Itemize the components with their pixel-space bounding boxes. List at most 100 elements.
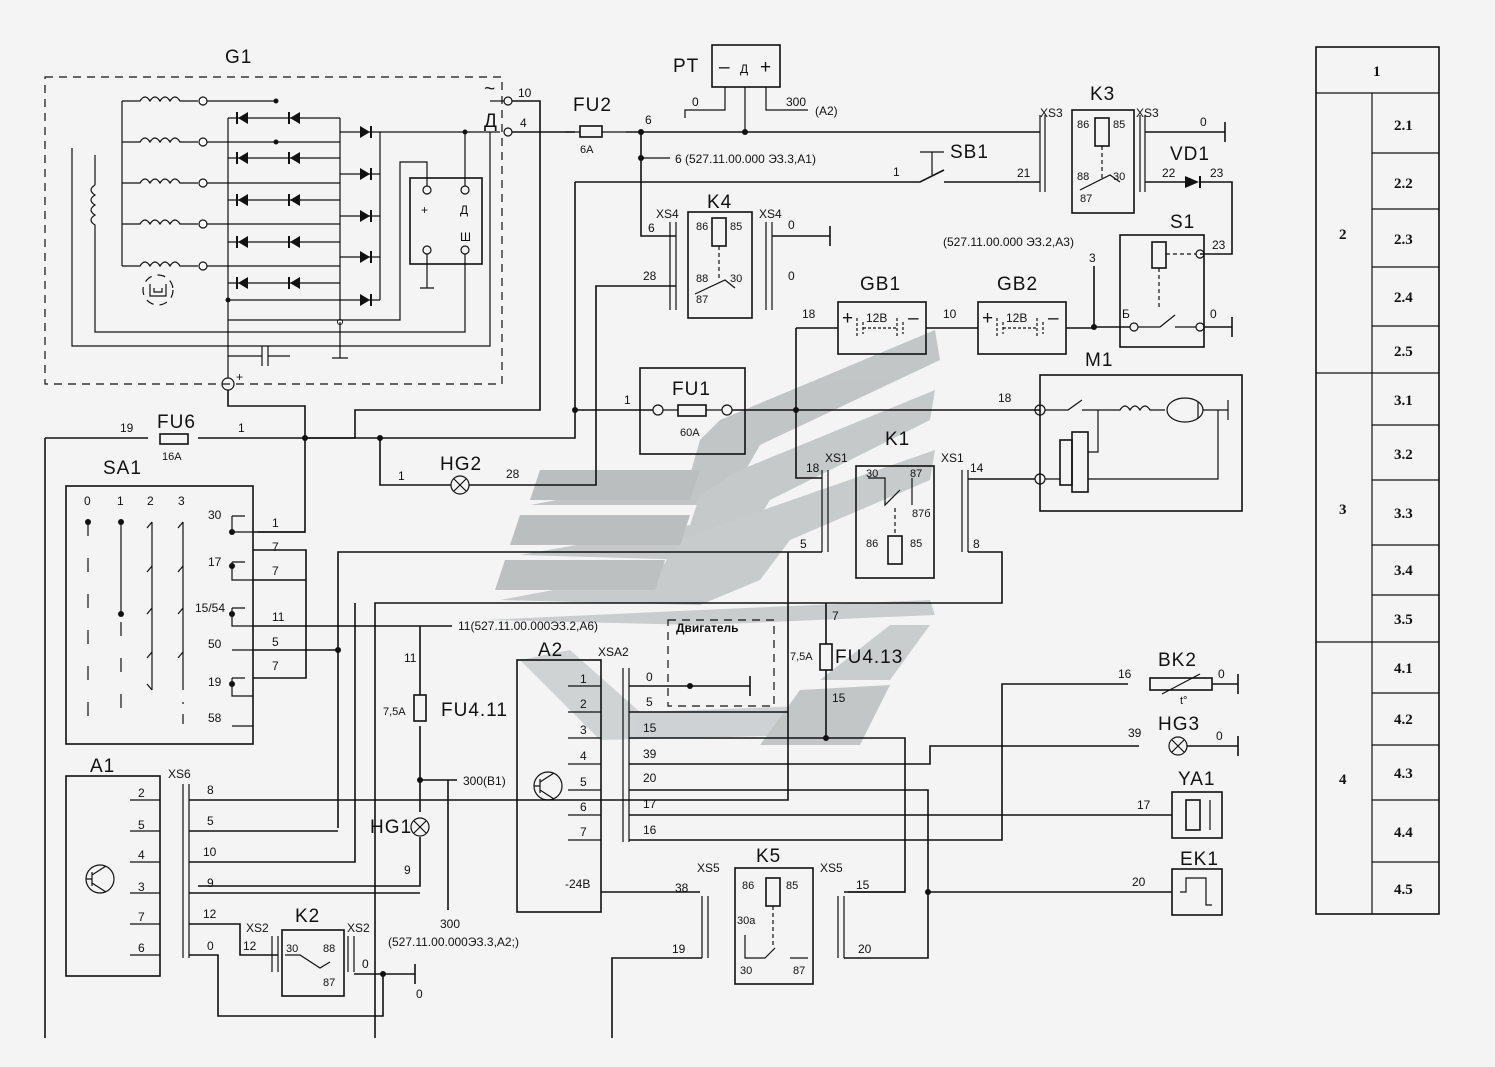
svg-text:9: 9 (207, 876, 214, 890)
svg-text:39: 39 (1128, 726, 1142, 740)
svg-text:22: 22 (1162, 166, 1176, 180)
svg-text:Б: Б (1122, 307, 1130, 321)
svg-text:0: 0 (1218, 667, 1225, 681)
svg-text:38: 38 (675, 881, 689, 895)
svg-text:A1: A1 (90, 756, 115, 777)
svg-text:PT: PT (673, 56, 699, 77)
svg-text:10: 10 (518, 86, 532, 100)
svg-text:M1: M1 (1085, 350, 1113, 371)
svg-text:87: 87 (793, 965, 805, 977)
svg-text:(А2): (А2) (815, 104, 838, 118)
svg-text:23: 23 (1210, 166, 1224, 180)
svg-text:6: 6 (580, 800, 587, 814)
svg-text:300(В1): 300(В1) (463, 774, 506, 788)
switch-sb1: SB1 1 21 (575, 142, 1040, 183)
svg-text:+: + (236, 370, 243, 384)
svg-text:XS3: XS3 (1136, 106, 1159, 120)
svg-text:7,5A: 7,5A (790, 651, 813, 663)
svg-text:1: 1 (893, 165, 900, 179)
svg-text:18: 18 (802, 307, 816, 321)
svg-text:20: 20 (1132, 875, 1146, 889)
svg-text:0: 0 (416, 987, 423, 1001)
svg-text:HG1: HG1 (370, 817, 412, 838)
battery-gb1: GB1 +– 12B (837, 274, 927, 355)
svg-text:15: 15 (856, 878, 870, 892)
svg-text:0: 0 (1200, 115, 1207, 129)
svg-text:17: 17 (643, 797, 657, 811)
svg-text:5: 5 (138, 818, 145, 832)
svg-text:4.4: 4.4 (1394, 825, 1413, 841)
svg-text:14: 14 (970, 461, 984, 475)
svg-text:K4: K4 (707, 192, 732, 213)
svg-text:1: 1 (624, 393, 631, 407)
svg-text:30: 30 (286, 943, 298, 955)
svg-text:(527.11.00.000 ЭЗ.2,А3): (527.11.00.000 ЭЗ.2,А3) (943, 235, 1074, 249)
svg-text:+: + (421, 203, 428, 217)
svg-text:6: 6 (138, 941, 145, 955)
svg-text:7: 7 (832, 609, 839, 623)
svg-text:20: 20 (858, 942, 872, 956)
module-a2: A2 XSA2 1 2 3 4 5 6 7 0 5 15 39 20 17 16… (516, 640, 1172, 913)
svg-text:XS2: XS2 (246, 921, 269, 935)
svg-text:2: 2 (138, 786, 145, 800)
svg-text:16: 16 (643, 823, 657, 837)
svg-text:28: 28 (643, 269, 657, 283)
svg-text:0: 0 (362, 957, 369, 971)
svg-text:30a: 30a (737, 915, 756, 927)
engine-block: Двигатель (667, 619, 775, 707)
svg-text:XS4: XS4 (656, 207, 679, 221)
svg-text:23: 23 (1212, 238, 1226, 252)
svg-text:FU4.11: FU4.11 (441, 700, 508, 721)
svg-text:K2: K2 (295, 906, 320, 927)
svg-text:5: 5 (207, 814, 214, 828)
svg-text:1: 1 (272, 516, 279, 530)
svg-text:1: 1 (117, 494, 124, 508)
svg-text:0: 0 (1210, 307, 1217, 321)
svg-text:2.1: 2.1 (1394, 118, 1413, 134)
svg-text:K1: K1 (885, 429, 910, 450)
svg-text:0: 0 (84, 494, 91, 508)
svg-text:0: 0 (788, 269, 795, 283)
svg-text:3: 3 (580, 723, 587, 737)
svg-text:30: 30 (740, 965, 752, 977)
svg-text:10: 10 (203, 845, 217, 859)
svg-text:2: 2 (580, 697, 587, 711)
ref-6: 6 (527.11.00.000 ЭЗ.3,А1) (675, 152, 816, 166)
svg-text:2.4: 2.4 (1394, 290, 1413, 306)
svg-text:GB2: GB2 (997, 274, 1038, 295)
svg-text:85: 85 (786, 880, 798, 892)
svg-text:GB1: GB1 (860, 274, 901, 295)
lamp-hg2: HG2 1 28 (379, 410, 597, 495)
svg-text:3.4: 3.4 (1394, 563, 1413, 579)
svg-text:1: 1 (580, 672, 587, 686)
svg-text:300: 300 (440, 917, 460, 931)
svg-text:50: 50 (208, 637, 222, 651)
svg-text:39: 39 (643, 747, 657, 761)
svg-text:0: 0 (1216, 729, 1223, 743)
svg-text:30: 30 (730, 273, 742, 285)
svg-text:7: 7 (580, 825, 587, 839)
svg-text:7,5A: 7,5A (383, 706, 406, 718)
svg-text:1: 1 (238, 421, 245, 435)
svg-text:5: 5 (646, 695, 653, 709)
svg-text:–: – (719, 57, 731, 78)
fuse-fu1: FU1 60A (639, 367, 746, 455)
svg-text:12B: 12B (1006, 311, 1027, 325)
svg-text:+: + (760, 57, 772, 78)
svg-text:86: 86 (1077, 119, 1089, 131)
svg-text:3: 3 (1089, 251, 1096, 265)
g1-label: G1 (225, 47, 252, 68)
svg-text:7: 7 (138, 910, 145, 924)
svg-text:K3: K3 (1090, 84, 1115, 105)
svg-text:~: ~ (484, 79, 496, 100)
svg-text:85: 85 (730, 221, 742, 233)
svg-text:2.2: 2.2 (1394, 176, 1413, 192)
svg-text:8: 8 (973, 537, 980, 551)
svg-text:12: 12 (203, 907, 217, 921)
svg-text:HG2: HG2 (440, 454, 482, 475)
svg-text:6A: 6A (580, 144, 594, 156)
svg-text:300: 300 (786, 95, 806, 109)
svg-text:11: 11 (404, 651, 417, 665)
svg-text:86: 86 (742, 880, 754, 892)
